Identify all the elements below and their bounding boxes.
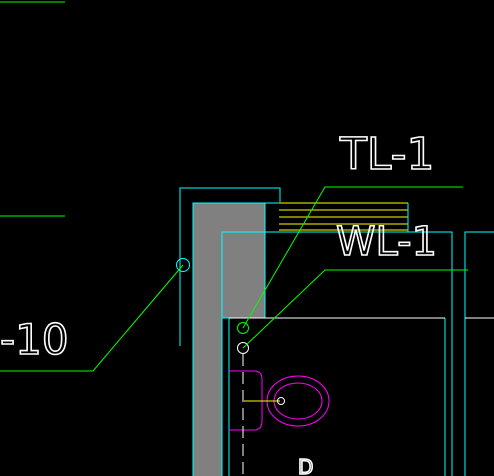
leader-line-tl — [242, 186, 463, 329]
label-left-pipe: -10 — [0, 315, 69, 364]
leader-line-left — [0, 264, 184, 372]
leader-line-wl — [242, 269, 468, 349]
pipe-marker-icon[interactable] — [237, 322, 249, 334]
pipe-marker-icon[interactable] — [176, 258, 190, 272]
label-tl-pipe: TL-1 — [339, 129, 435, 180]
room-outline-inner — [221, 231, 453, 476]
concrete-wall — [193, 203, 265, 476]
wall-outline-outer — [179, 187, 281, 346]
label-fragment: D — [298, 455, 313, 476]
label-wl-pipe: WL-1 — [336, 219, 437, 265]
pipe-marker-icon[interactable] — [237, 342, 249, 354]
toilet-fixture-icon[interactable] — [229, 370, 330, 431]
right-wall-outer — [464, 231, 494, 476]
